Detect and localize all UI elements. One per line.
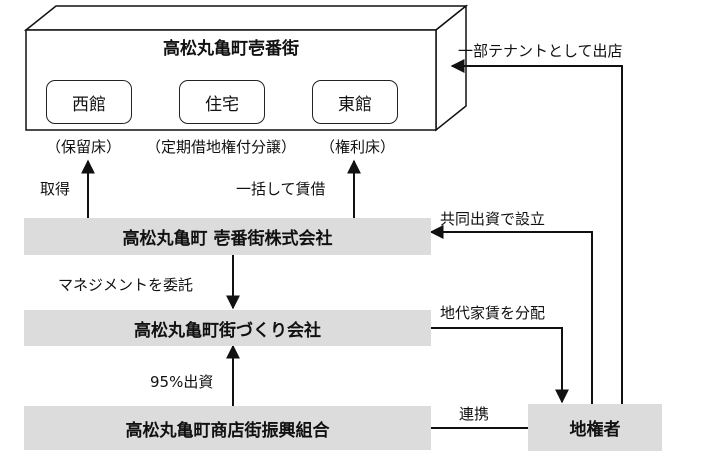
hall-east: 東館: [312, 80, 398, 124]
floor-label-east: （権利床）: [320, 138, 396, 156]
rent-label: 地代家賃を分配: [440, 304, 546, 322]
hall-west: 西館: [46, 80, 132, 124]
joint-arrow: [429, 225, 593, 404]
hall-housing: 住宅: [179, 80, 265, 124]
floor-label-west: （保留床）: [46, 138, 122, 156]
machizukuri-box: 高松丸亀町街づくり会社: [24, 310, 431, 346]
floor-label-housing: （定期借地権付分譲）: [146, 138, 297, 156]
lease-label: 一括して賃借: [236, 180, 326, 198]
invest-label: 95%出資: [150, 373, 214, 391]
union-box: 高松丸亀町商店街振興組合: [24, 406, 431, 450]
acquire-label: 取得: [40, 180, 71, 198]
partner-label: 連携: [459, 405, 490, 423]
company-box: 高松丸亀町 壱番街株式会社: [24, 218, 431, 255]
building-top-face: [23, 5, 469, 31]
building-title: 高松丸亀町壱番街: [163, 39, 299, 59]
management-label: マネジメントを委託: [58, 276, 194, 294]
tenant-arrow: [450, 59, 623, 404]
joint-label: 共同出資で設立: [440, 210, 546, 228]
rent-arrow: [431, 327, 569, 404]
tenant-label: 一部テナントとして出店: [458, 42, 623, 60]
landowners-box: 地権者: [528, 404, 662, 451]
